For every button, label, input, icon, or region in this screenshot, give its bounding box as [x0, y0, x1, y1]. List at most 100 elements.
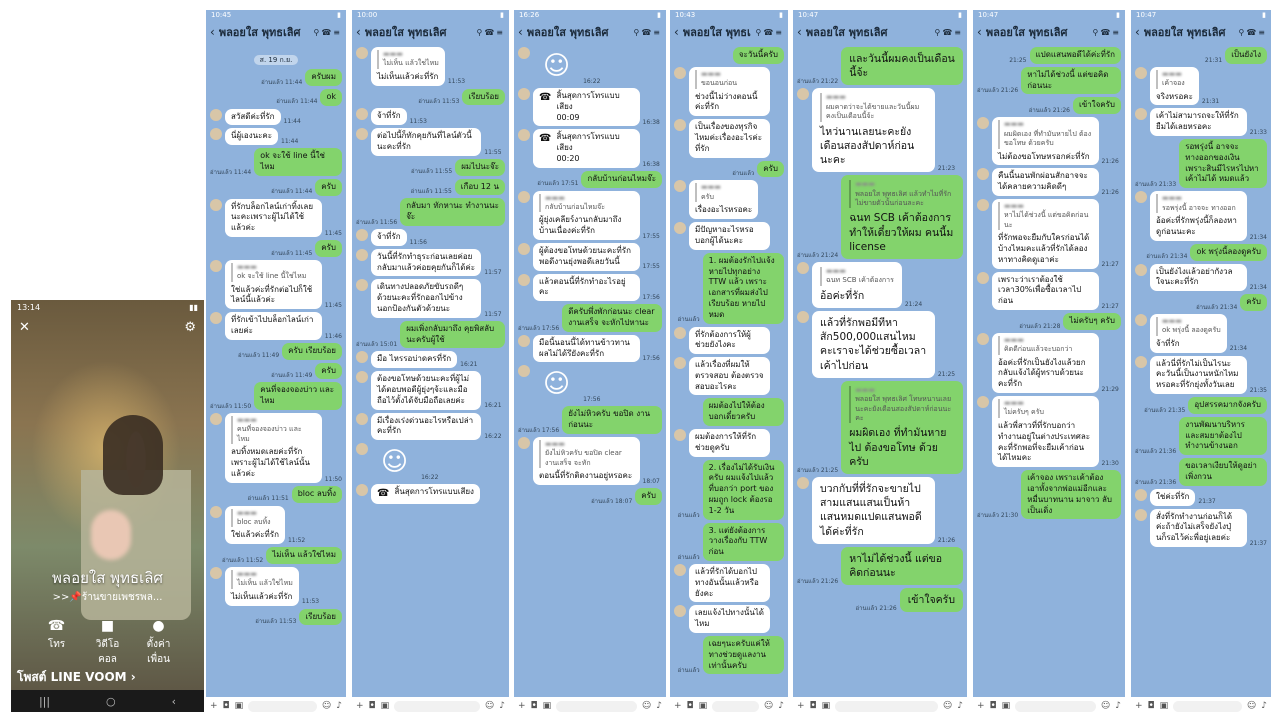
- message-input[interactable]: [1015, 700, 1096, 712]
- message-bubble[interactable]: ไม่เห็น แล้วใช่ไหม: [266, 547, 342, 564]
- camera-icon[interactable]: ◘: [368, 701, 376, 711]
- message-bubble[interactable]: ▬▬▬ok พรุ่งนี้ ลองดูครับจ้าที่รัก: [1150, 313, 1227, 353]
- message-bubble[interactable]: bloc ลบทิ้ง: [291, 485, 342, 503]
- menu-icon[interactable]: ≡: [653, 27, 662, 37]
- message-bubble[interactable]: มือนี้นอนนี้ได้ทานข้าวทานผลไม่ได้รึยังคะ…: [533, 334, 640, 363]
- call-button[interactable]: ☎ โทร: [37, 618, 77, 667]
- reply-quote[interactable]: ▬▬▬ผมผิดเอง ที่ทำมันหายไป ต้องขอโทษ ด้วย…: [998, 120, 1093, 149]
- message-bubble[interactable]: แปดแสนพอดีได้ค่ะที่รัก: [1029, 47, 1121, 64]
- message-bubble[interactable]: แล้วตอนนี้ที่รักทำอะไรอยู่คะ: [533, 273, 640, 302]
- message-bubble[interactable]: 3. แต่ยังต้องการวางเรื่องกับ TTW ก่อน: [702, 522, 784, 562]
- friend-settings-button[interactable]: ● ตั้งค่าเพื่อน: [139, 618, 179, 667]
- avatar[interactable]: [977, 271, 989, 284]
- reply-quote[interactable]: ▬▬▬ok พรุ่งนี้ ลองดูครับ: [1156, 316, 1221, 336]
- emoji-icon[interactable]: ☺: [1100, 701, 1111, 711]
- message-bubble[interactable]: เรียบร้อย: [462, 88, 505, 106]
- avatar[interactable]: [356, 128, 368, 141]
- menu-icon[interactable]: ≡: [1258, 27, 1267, 37]
- avatar[interactable]: [977, 117, 989, 130]
- message-bubble[interactable]: ดีครับพึ่งพักก่อนนะ clear งานเสร็จ จะหัก…: [562, 304, 662, 332]
- image-icon[interactable]: ▣: [234, 701, 244, 711]
- sticker[interactable]: ☺: [533, 47, 580, 85]
- emoji-icon[interactable]: ☺: [942, 701, 953, 711]
- reply-quote[interactable]: ▬▬▬พลอยใส พุทธเลิศ โทษหนานเลยนะคะยังเดือ…: [849, 385, 955, 424]
- reply-quote[interactable]: ▬▬▬ผมคาดว่าจะได้ขายและวันนี้ผมคงเป็นเดือ…: [820, 93, 927, 122]
- message-bubble[interactable]: เป็นยังไงแล้วอย่ากังวลใจนะคะที่รัก: [1150, 263, 1247, 292]
- avatar[interactable]: [210, 259, 222, 272]
- call-icon[interactable]: ☎: [1246, 27, 1259, 37]
- message-bubble[interactable]: ครับ: [757, 160, 784, 178]
- message-input[interactable]: [556, 700, 637, 712]
- camera-icon[interactable]: ◘: [1147, 701, 1155, 711]
- menu-icon[interactable]: ≡: [333, 27, 342, 37]
- message-bubble[interactable]: ไม่ครับๆ ครับ: [1063, 312, 1121, 330]
- message-bubble[interactable]: ครับ: [635, 488, 662, 505]
- avatar[interactable]: [356, 47, 368, 59]
- avatar[interactable]: [674, 605, 686, 618]
- message-bubble[interactable]: มีเรื่องเร่งด่วนอะไรหรือเปล่าคะที่รัก: [371, 412, 482, 441]
- avatar[interactable]: [356, 443, 368, 456]
- message-input[interactable]: [394, 700, 480, 712]
- avatar[interactable]: [797, 262, 809, 274]
- message-bubble[interactable]: ▬▬▬ผมคาดว่าจะได้ขายและวันนี้ผมคงเป็นเดือ…: [812, 88, 935, 173]
- mic-icon[interactable]: ♪: [957, 701, 963, 711]
- plus-icon[interactable]: +: [210, 701, 218, 711]
- avatar[interactable]: [674, 119, 686, 132]
- back-icon[interactable]: ‹: [797, 25, 802, 39]
- message-bubble[interactable]: ใช่ค่ะที่รัก: [1150, 488, 1196, 506]
- message-bubble[interactable]: ผมต้องการให้ที่รักช่วยดูครับ: [689, 429, 771, 457]
- message-bubble[interactable]: ต่อไปนี้ก็ทักคุยกันที่ไลน์ตัวนี้นะคะที่ร…: [371, 128, 482, 156]
- mic-icon[interactable]: ♪: [1261, 701, 1267, 711]
- message-bubble[interactable]: ครับ: [1240, 294, 1267, 311]
- message-list[interactable]: ▬▬▬ไม่เห็น แล้วใช่ไหมไม่เห็นแล้วค่ะที่รั…: [352, 42, 509, 697]
- camera-icon[interactable]: ◘: [809, 701, 817, 711]
- message-bubble[interactable]: ที่รักต้องการให้ผู้ช่วยยังไงคะ: [689, 326, 771, 355]
- avatar[interactable]: [210, 413, 222, 426]
- message-bubble[interactable]: คนที่จองจองบ่าว และ ไหม: [254, 382, 342, 411]
- plus-icon[interactable]: +: [674, 701, 682, 711]
- avatar[interactable]: [977, 168, 989, 181]
- message-bubble[interactable]: ที่รักบล็อกไลน์เก่าทิ้งเลยนะคะเพราะผู้ไม…: [225, 198, 322, 237]
- message-bubble[interactable]: ▬▬▬ฉนท SCB เค้าต้องการอ้อค่ะที่รัก: [812, 262, 902, 309]
- message-bubble[interactable]: บวกกับที่ที่รักจะขายไปสามแสนแสนเป็นห้าแส…: [812, 477, 935, 544]
- message-bubble[interactable]: กลับมา ทักหานะ ทำงานนะจ๊ะ: [400, 198, 505, 227]
- message-bubble[interactable]: ☎สิ้นสุดการโทรแบบเสียง: [371, 484, 480, 504]
- camera-icon[interactable]: ◘: [222, 701, 230, 711]
- message-input[interactable]: [1173, 700, 1242, 712]
- sticker[interactable]: ☺: [533, 365, 580, 403]
- message-bubble[interactable]: ▬▬▬bloc ลบทิ้งใช่แล้วค่ะที่รัก: [225, 505, 285, 545]
- message-bubble[interactable]: เค้าจอง เพราะเค้าต้องเอาทั้งจากพ่อแม่อีก…: [1021, 470, 1121, 520]
- message-bubble[interactable]: ▬▬▬ไม่เห็น แล้วใช่ไหมไม่เห็นแล้วค่ะที่รั…: [225, 566, 299, 606]
- back-icon[interactable]: ‹: [518, 25, 523, 39]
- avatar[interactable]: [977, 198, 989, 211]
- message-bubble[interactable]: หาไม่ได้ช่วงนี้ แต่ขอคิดก่อนนะ: [841, 546, 963, 586]
- message-input[interactable]: [712, 700, 759, 712]
- avatar[interactable]: [674, 222, 686, 235]
- camera-icon[interactable]: ◘: [686, 701, 694, 711]
- back-icon[interactable]: ‹: [674, 25, 679, 39]
- sticker[interactable]: ☺: [371, 443, 418, 481]
- recent-apps-button[interactable]: |||: [38, 694, 51, 708]
- menu-icon[interactable]: ≡: [496, 27, 505, 37]
- message-bubble[interactable]: ▬▬▬ขอนอนก่อนช่วงนี้ไม่ว่างตอนนี้ค่ะที่รั…: [689, 66, 771, 117]
- menu-icon[interactable]: ≡: [775, 27, 784, 37]
- call-icon[interactable]: ☎: [942, 27, 955, 37]
- emoji-icon[interactable]: ☺: [641, 701, 652, 711]
- avatar[interactable]: [674, 564, 686, 577]
- avatar[interactable]: [977, 332, 989, 345]
- reply-quote[interactable]: ▬▬▬กลับบ้านก่อนไหมจ๊ะ: [539, 193, 634, 213]
- avatar[interactable]: [210, 128, 222, 141]
- avatar[interactable]: [797, 88, 809, 101]
- image-icon[interactable]: ▣: [698, 701, 708, 711]
- plus-icon[interactable]: +: [518, 701, 526, 711]
- message-bubble[interactable]: จะวันนี้ครับ: [732, 47, 784, 64]
- message-bubble[interactable]: 1. ผมต้องรักไปแจ้ง หายไปทุกอย่าง TTW แล้…: [702, 252, 784, 324]
- avatar[interactable]: [1135, 263, 1147, 276]
- reply-quote[interactable]: ▬▬▬bloc ลบทิ้ง: [231, 508, 279, 528]
- mic-icon[interactable]: ♪: [499, 701, 505, 711]
